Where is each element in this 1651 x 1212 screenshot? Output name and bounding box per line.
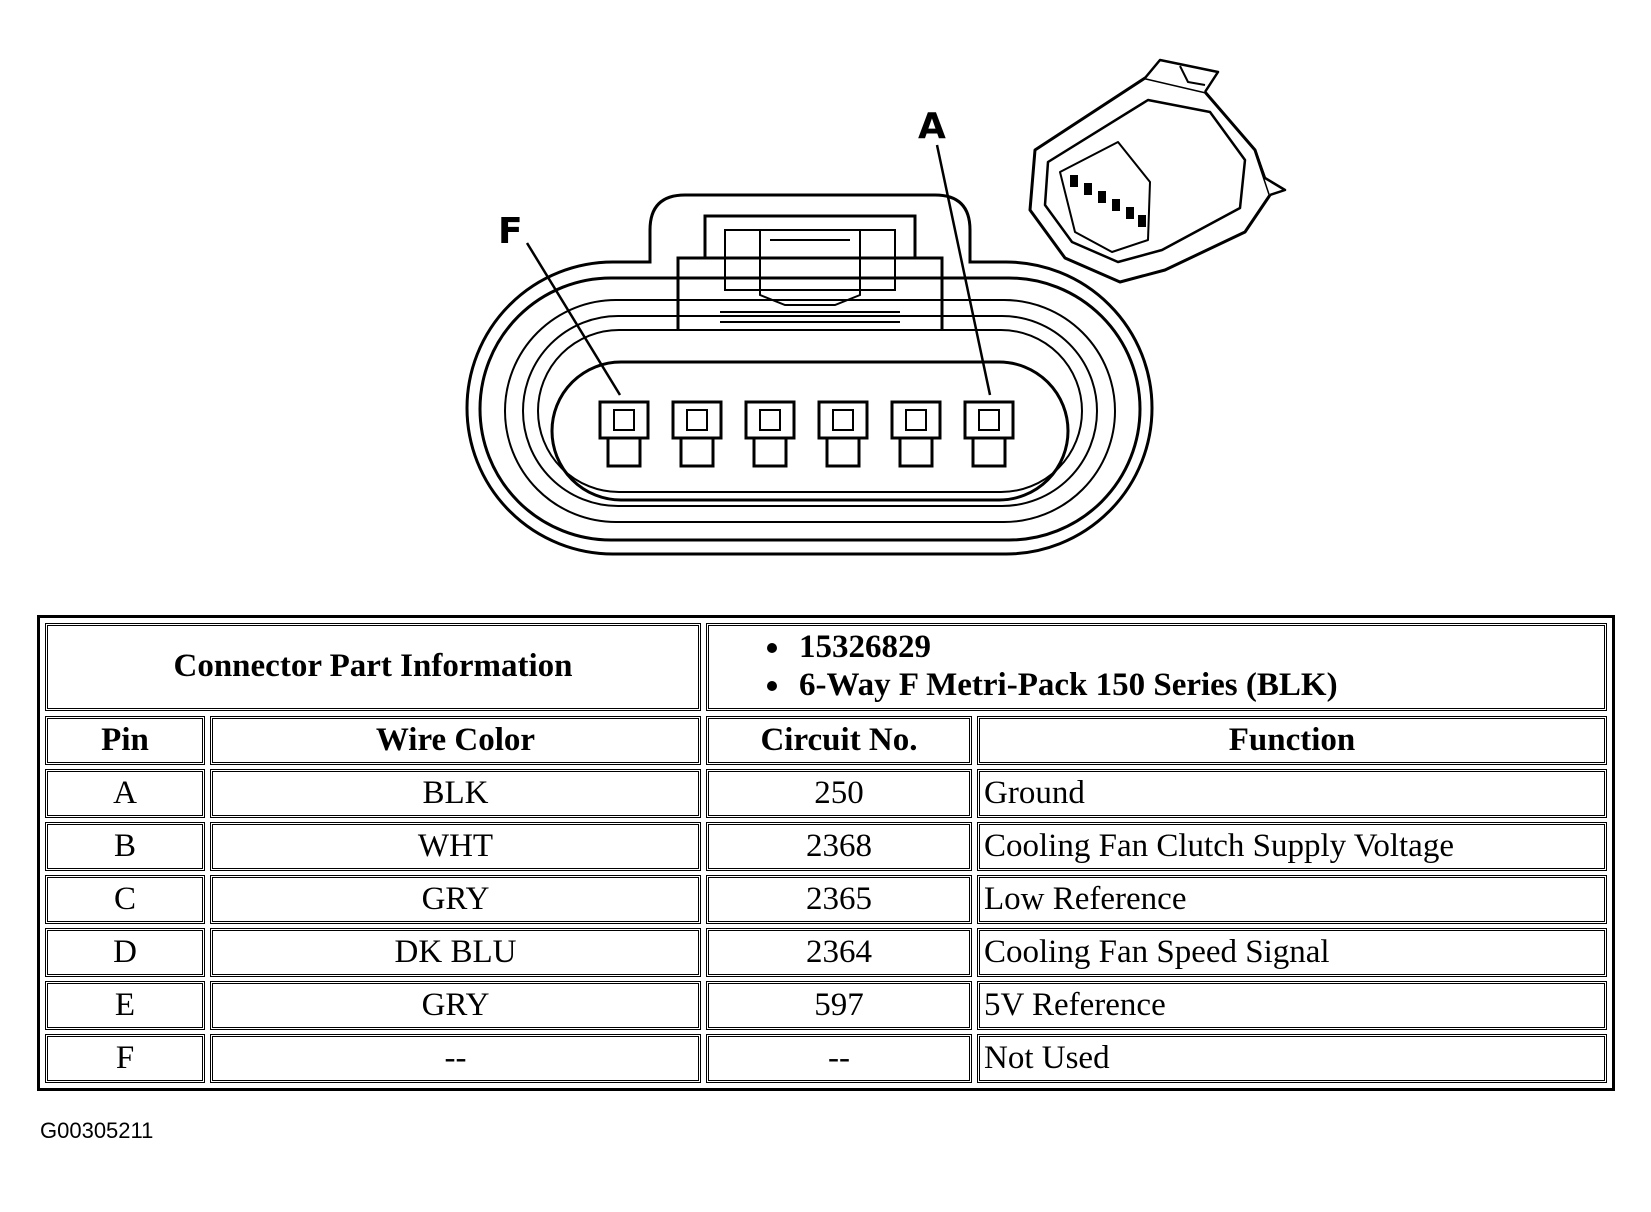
header-pin: Pin xyxy=(45,716,205,765)
cell-wire-color: WHT xyxy=(210,822,701,871)
cell-wire-color: DK BLU xyxy=(210,928,701,977)
cell-function: 5V Reference xyxy=(977,981,1607,1030)
cell-pin: E xyxy=(45,981,205,1030)
cell-function: Cooling Fan Speed Signal xyxy=(977,928,1607,977)
pin-terminal-d xyxy=(744,400,796,468)
cell-function: Not Used xyxy=(977,1034,1607,1083)
bullet-icon xyxy=(767,680,777,691)
part-type-item: 6-Way F Metri-Pack 150 Series (BLK) xyxy=(767,667,1338,705)
header-function: Function xyxy=(977,716,1607,765)
header-circuit-no: Circuit No. xyxy=(706,716,972,765)
part-type: 6-Way F Metri-Pack 150 Series (BLK) xyxy=(799,667,1338,703)
cell-function: Cooling Fan Clutch Supply Voltage xyxy=(977,822,1607,871)
part-info-label: Connector Part Information xyxy=(45,623,701,711)
cell-pin: D xyxy=(45,928,205,977)
connector-rim-5 xyxy=(537,329,1083,493)
latch-housing xyxy=(676,256,944,331)
cell-pin: C xyxy=(45,875,205,924)
cell-function: Ground xyxy=(977,769,1607,818)
cell-circuit: 2365 xyxy=(706,875,972,924)
cell-circuit: 2368 xyxy=(706,822,972,871)
part-info-list: 15326829 6-Way F Metri-Pack 150 Series (… xyxy=(706,623,1607,711)
latch-tab xyxy=(724,229,896,291)
latch-inner xyxy=(703,214,917,258)
bullet-icon xyxy=(767,643,777,654)
leader-line-a xyxy=(935,144,992,396)
cell-circuit: -- xyxy=(706,1034,972,1083)
pinout-table xyxy=(37,615,1615,1091)
pin-terminal-c xyxy=(817,400,869,468)
cell-circuit: 250 xyxy=(706,769,972,818)
latch-detail xyxy=(720,230,900,323)
cell-pin: F xyxy=(45,1034,205,1083)
cell-wire-color: GRY xyxy=(210,875,701,924)
header-wire-color: Wire Color xyxy=(210,716,701,765)
cell-pin: A xyxy=(45,769,205,818)
pin-terminal-f xyxy=(598,400,650,468)
leader-line-f xyxy=(525,242,622,396)
callout-a: A xyxy=(918,106,946,147)
connector-rim-3 xyxy=(504,299,1116,523)
connector-diagram: A F xyxy=(465,58,1287,556)
connector-rim-4 xyxy=(522,315,1098,507)
part-number-item: 15326829 xyxy=(767,629,931,667)
cell-circuit: 2364 xyxy=(706,928,972,977)
connector-isometric-icon xyxy=(1028,58,1287,284)
pin-terminal-a xyxy=(963,400,1015,468)
cell-function: Low Reference xyxy=(977,875,1607,924)
callout-f: F xyxy=(498,211,523,252)
cell-circuit: 597 xyxy=(706,981,972,1030)
figure-id: G00305211 xyxy=(40,1118,154,1143)
connector-rim-2 xyxy=(478,276,1142,542)
connector-outer-shell xyxy=(465,193,1154,556)
cell-wire-color: BLK xyxy=(210,769,701,818)
cell-wire-color: GRY xyxy=(210,981,701,1030)
pin-terminal-e xyxy=(671,400,723,468)
pin-terminal-b xyxy=(890,400,942,468)
cell-wire-color: -- xyxy=(210,1034,701,1083)
part-number: 15326829 xyxy=(799,629,931,666)
cell-pin: B xyxy=(45,822,205,871)
connector-pin-cavity xyxy=(550,360,1070,502)
